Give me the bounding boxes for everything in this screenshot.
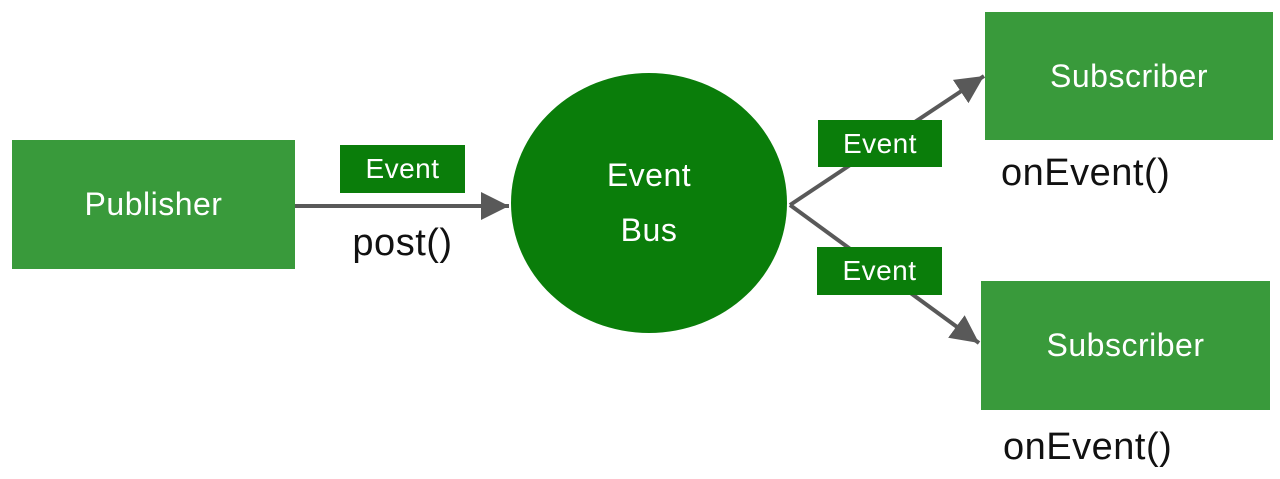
event-tag-publish-label: Event <box>365 153 440 184</box>
event-bus-label-line2: Bus <box>620 212 678 248</box>
subscriber1-node: Subscriber <box>985 12 1273 140</box>
event-tag-subscriber2-label: Event <box>842 255 917 286</box>
event-tag-subscriber2: Event <box>817 247 942 295</box>
subscriber1-method-label: onEvent() <box>1001 152 1171 194</box>
subscriber2-label: Subscriber <box>1046 327 1205 363</box>
subscriber1-label: Subscriber <box>1050 57 1208 94</box>
event-bus-label-line1: Event <box>606 157 692 193</box>
event-tag-subscriber1-label: Event <box>842 127 918 159</box>
publisher-node: Publisher <box>12 140 295 269</box>
publisher-label: Publisher <box>84 186 223 222</box>
subscriber2-node: Subscriber <box>981 281 1270 410</box>
post-method-label: post() <box>352 222 453 264</box>
event-bus-node: Event Bus <box>511 73 787 333</box>
subscriber2-method-label: onEvent() <box>1003 426 1173 468</box>
event-tag-subscriber1: Event <box>818 120 942 167</box>
event-tag-publish: Event <box>340 145 465 193</box>
